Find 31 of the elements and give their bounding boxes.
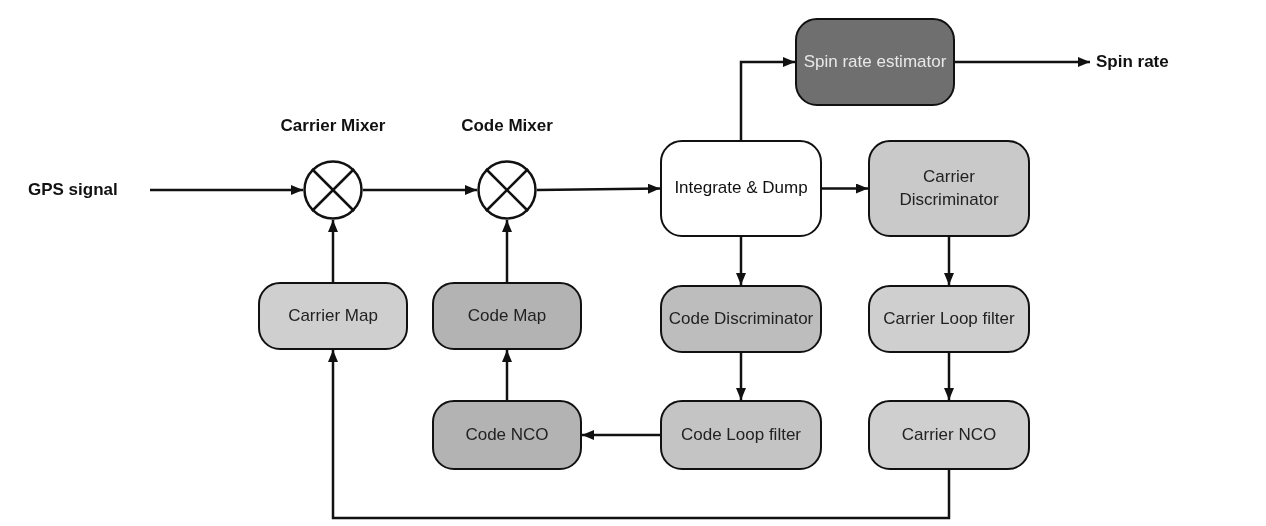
arrow xyxy=(502,220,512,282)
arrow xyxy=(150,185,303,195)
process-block: Carrier Loop filter xyxy=(868,285,1030,353)
mixer-symbol xyxy=(303,160,363,220)
mixer-label: Code Mixer xyxy=(461,116,553,136)
process-block: Code Map xyxy=(432,282,582,350)
arrow xyxy=(944,237,954,285)
process-block: Integrate & Dump xyxy=(660,140,822,237)
process-block: Code Loop filter xyxy=(660,400,822,470)
arrow xyxy=(955,57,1090,67)
process-block: Carrier NCO xyxy=(868,400,1030,470)
arrow xyxy=(363,185,477,195)
signal-label: GPS signal xyxy=(28,178,150,202)
arrow xyxy=(739,57,795,140)
arrow xyxy=(822,183,868,194)
arrow xyxy=(944,353,954,400)
process-block: Code NCO xyxy=(432,400,582,470)
arrow xyxy=(328,350,951,520)
process-block: Code Discriminator xyxy=(660,285,822,353)
mixer-symbol xyxy=(477,160,537,220)
process-block: Carrier Map xyxy=(258,282,408,350)
mixer-label: Carrier Mixer xyxy=(280,116,386,136)
process-block: Spin rate estimator xyxy=(795,18,955,106)
process-block: Carrier Discriminator xyxy=(868,140,1030,237)
arrow xyxy=(582,430,660,440)
arrow xyxy=(328,220,338,282)
signal-label: Spin rate xyxy=(1096,50,1236,74)
arrow xyxy=(537,183,660,194)
arrow xyxy=(736,353,746,400)
arrow xyxy=(502,350,512,400)
arrow xyxy=(736,237,746,285)
